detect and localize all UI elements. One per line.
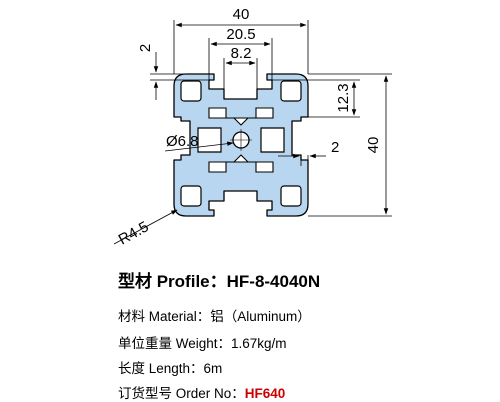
cavity-bottom xyxy=(208,154,274,173)
dim-core-bore: Ø6.8 xyxy=(166,133,199,150)
dim-height: 40 xyxy=(365,137,382,154)
cavity-left xyxy=(197,127,222,153)
hollow-top-left xyxy=(180,80,202,102)
spec-weight: 单位重量 Weight：1.67kg/m xyxy=(118,336,287,351)
spec-length: 长度 Length：6m xyxy=(118,361,223,376)
hollow-top-right xyxy=(280,80,302,102)
dim-leader-bore xyxy=(164,141,234,152)
profile-title: 型材 Profile：HF-8-4040N xyxy=(118,272,321,291)
spec-material: 材料 Material：铝（Aluminum） xyxy=(118,309,311,324)
cavity-top xyxy=(208,107,274,126)
profile-cross-section xyxy=(173,73,309,217)
cavity-right xyxy=(260,127,285,153)
spec-order-label: 订货型号 Order No： xyxy=(118,386,245,401)
dim-wall-thickness: 2 xyxy=(137,44,154,52)
hollow-bottom-left xyxy=(180,185,202,207)
dim-web-thickness: 2 xyxy=(331,139,339,156)
dim-slot-depth: 12.3 xyxy=(335,83,352,112)
dim-corner-radius: R4.5 xyxy=(116,218,152,248)
spec-order: 订货型号 Order No：HF640 xyxy=(118,382,285,402)
spec-order-value: HF640 xyxy=(244,386,286,401)
dim-leader-radius xyxy=(113,209,178,245)
dim-width: 40 xyxy=(233,6,250,23)
dimension-lines xyxy=(113,20,392,245)
dim-slot-inner: 8.2 xyxy=(231,45,252,62)
dim-slot-outer: 20.5 xyxy=(226,26,255,43)
hollow-bottom-right xyxy=(280,185,302,207)
